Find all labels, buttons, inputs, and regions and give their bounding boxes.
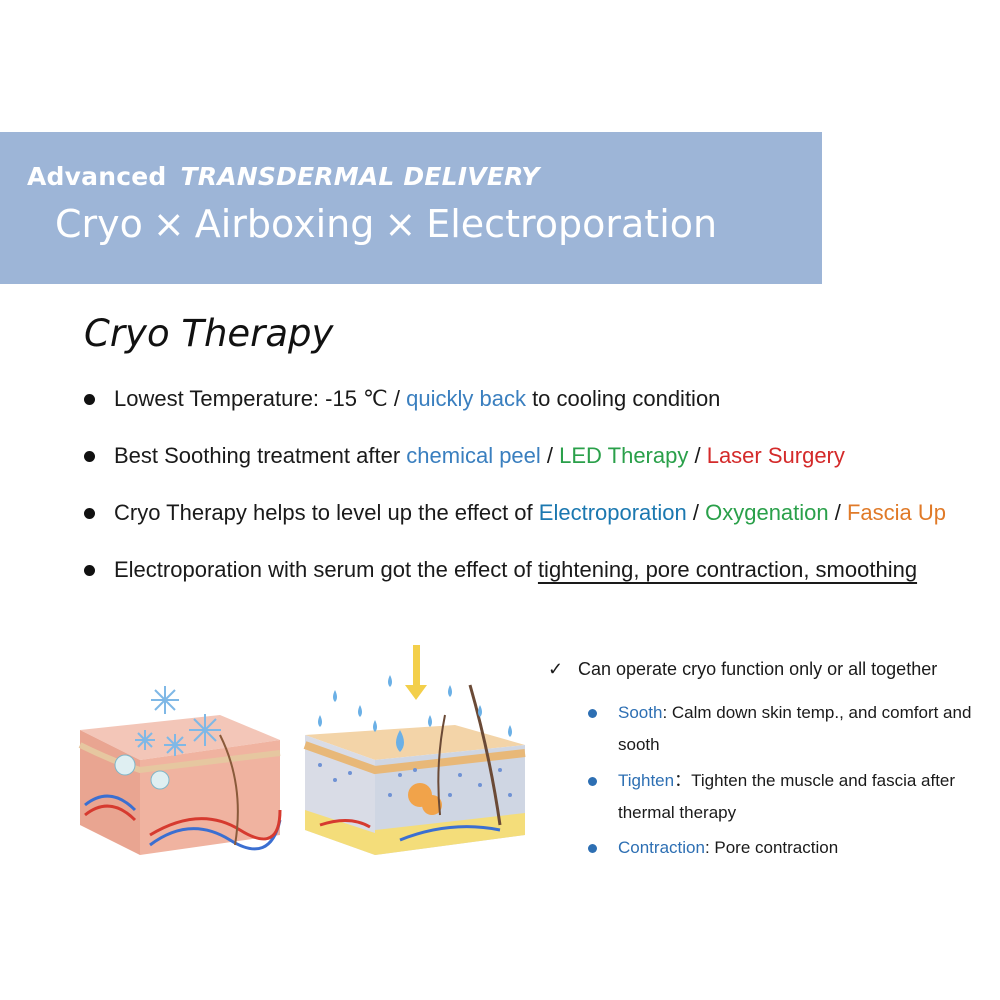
bullet-dot-icon (588, 844, 597, 853)
bullet-text: Electroporation with serum got the effec… (114, 557, 538, 582)
highlight-text: Oxygenation (705, 500, 829, 525)
separator: / (540, 443, 560, 468)
highlight-text: LED Therapy (559, 443, 689, 468)
banner-cryo: Cryo (55, 202, 143, 246)
banner-subtitle: Advanced TRANSDERMAL DELIVERY (27, 162, 540, 191)
bullet-dot-icon (588, 777, 597, 786)
bullet-text: to cooling condition (525, 386, 721, 411)
skin-illustrations (78, 645, 526, 855)
feature-desc: ：Tighten the muscle and fascia after the… (618, 771, 956, 822)
bullet-dot-icon (84, 394, 95, 405)
feature-item: Tighten：Tighten the muscle and fascia af… (588, 765, 988, 829)
section-title: Cryo Therapy (84, 312, 334, 355)
highlight-text: Laser Surgery (706, 443, 845, 468)
separator: / (828, 500, 847, 525)
feature-list: ✓ Can operate cryo function only or all … (548, 655, 988, 864)
highlight-text: Fascia Up (846, 500, 947, 525)
bullet-dot-icon (588, 709, 597, 718)
skin-cross-section-snowflakes-icon (78, 686, 282, 855)
bullet-dot-icon (84, 451, 95, 462)
feature-name: Contraction (618, 838, 705, 857)
underlined-text: tightening, pore contraction, smoothing (537, 557, 918, 582)
highlight-text: quickly back (406, 386, 526, 411)
bullet-item: Best Soothing treatment after chemical p… (84, 437, 984, 494)
feature-desc: : Calm down skin temp., and comfort and … (618, 703, 972, 754)
banner-strong: TRANSDERMAL DELIVERY (180, 162, 540, 191)
bullet-text: Best Soothing treatment after (114, 443, 407, 468)
bullet-dot-icon (84, 565, 95, 576)
times-icon: × (152, 202, 185, 246)
highlight-text: Electroporation (538, 500, 687, 525)
skin-cross-section-drops-icon (303, 645, 526, 855)
feature-name: Tighten (618, 771, 675, 790)
bullet-text: Lowest Temperature: -15 ℃ / (114, 386, 407, 411)
times-icon: × (384, 202, 417, 246)
bullet-dot-icon (84, 508, 95, 519)
bullet-item: Electroporation with serum got the effec… (84, 551, 984, 608)
bullet-item: Lowest Temperature: -15 ℃ / quickly back… (84, 380, 984, 437)
highlight-text: chemical peel (406, 443, 541, 468)
check-icon: ✓ (548, 659, 564, 679)
feature-name: Sooth (618, 703, 663, 722)
bullet-item: Cryo Therapy helps to level up the effec… (84, 494, 984, 551)
banner-title: Cryo×Airboxing×Electroporation (55, 202, 717, 246)
banner-electroporation: Electroporation (426, 202, 718, 246)
feature-headline: ✓ Can operate cryo function only or all … (548, 655, 988, 683)
feature-headline-text: Can operate cryo function only or all to… (578, 659, 938, 679)
separator: / (686, 500, 706, 525)
banner-airboxing: Airboxing (194, 202, 375, 246)
separator: / (688, 443, 707, 468)
feature-item: Contraction: Pore contraction (588, 832, 988, 864)
banner-prefix: Advanced (27, 162, 167, 191)
feature-desc: : Pore contraction (704, 838, 839, 857)
bullet-list: Lowest Temperature: -15 ℃ / quickly back… (84, 380, 984, 608)
feature-item: Sooth: Calm down skin temp., and comfort… (588, 697, 988, 761)
bullet-text: Cryo Therapy helps to level up the effec… (114, 500, 539, 525)
